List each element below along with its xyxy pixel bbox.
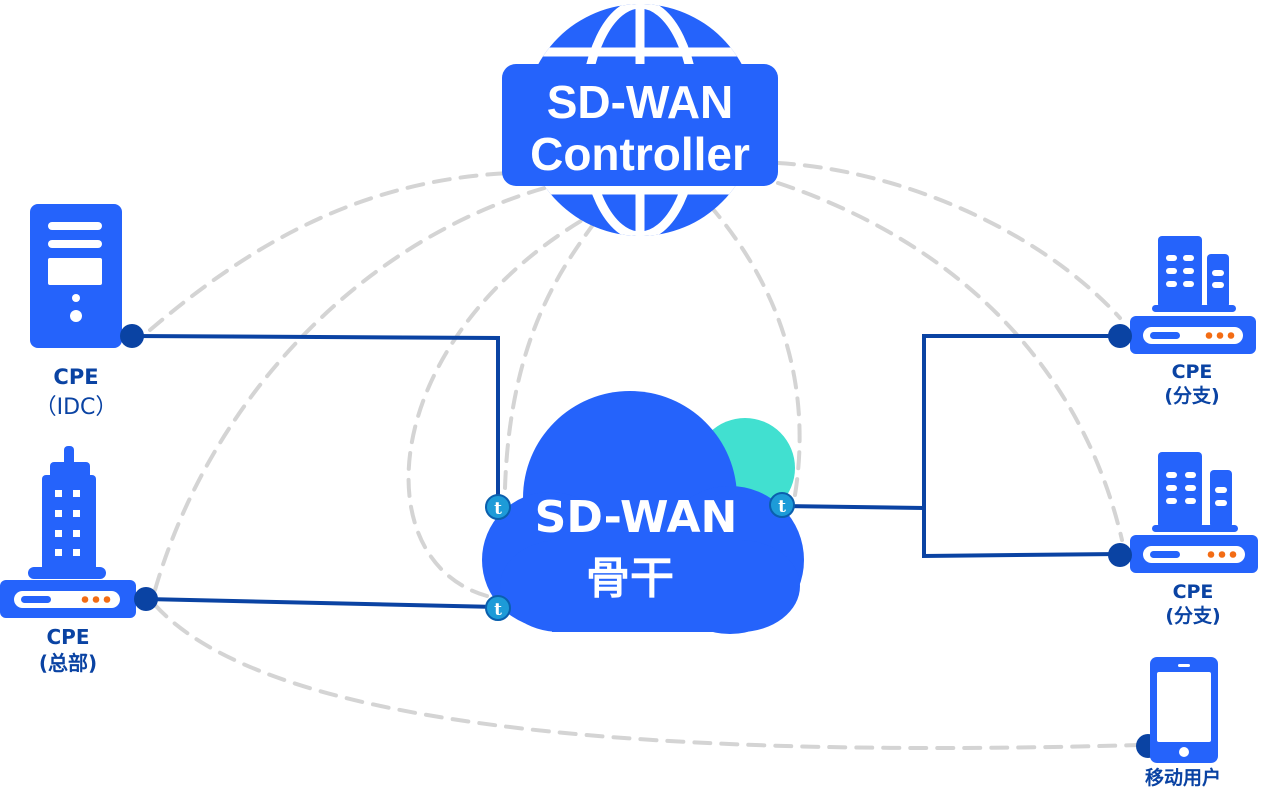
controller-title-line2: Controller <box>530 128 750 180</box>
backbone-node[interactable]: SD-WAN 骨干 <box>482 391 804 634</box>
control-link-branch2 <box>776 181 1124 542</box>
cpe-branch1-subtitle: (分支) <box>1164 385 1219 407</box>
cpe-hq-node[interactable]: CPE (总部) <box>0 446 158 675</box>
cpe-branch2-node[interactable]: CPE (分支) <box>1108 452 1258 627</box>
mobile-user-node[interactable]: 移动用户 <box>1136 657 1221 789</box>
cpe-branch2-title: CPE <box>1173 581 1214 603</box>
cpe-hq-subtitle: (总部) <box>39 651 97 675</box>
control-link-backbone-left-outer <box>406 208 602 598</box>
data-link-hq <box>145 597 499 609</box>
tunnel-badge-right[interactable]: t <box>769 492 795 518</box>
control-link-idc <box>148 171 512 332</box>
tunnel-icon: t <box>494 600 502 620</box>
cpe-idc-title: CPE <box>53 365 98 389</box>
tunnel-badge-top-left[interactable]: t <box>485 494 511 520</box>
control-link-hq <box>153 185 550 592</box>
cloud-icon <box>482 391 804 634</box>
server-icon <box>30 204 122 348</box>
tunnel-badge-bottom-left[interactable]: t <box>485 595 511 621</box>
backbone-title-line1: SD-WAN <box>535 492 738 543</box>
router-icon <box>1130 316 1256 354</box>
control-links <box>148 161 1142 750</box>
tunnel-icon: t <box>778 497 786 517</box>
cpe-branch1-title: CPE <box>1172 361 1213 383</box>
cpe-branch2-subtitle: (分支) <box>1165 605 1220 627</box>
smartphone-icon <box>1150 657 1218 763</box>
office-building-icon <box>28 446 106 579</box>
data-link-idc <box>131 334 500 505</box>
cpe-idc-subtitle: （IDC） <box>35 395 118 420</box>
control-link-backbone-right <box>710 206 802 497</box>
port-connector <box>1108 543 1132 567</box>
port-connector <box>1108 324 1132 348</box>
data-links <box>131 334 1121 609</box>
port-connector <box>120 324 144 348</box>
control-link-branch1 <box>776 161 1122 320</box>
control-link-backbone-left-inner <box>503 220 597 490</box>
mobile-user-label: 移动用户 <box>1145 766 1221 789</box>
router-icon <box>1130 535 1258 573</box>
router-icon <box>0 580 136 618</box>
data-link-backbone-right <box>781 504 925 510</box>
branch-buildings-icon <box>1152 452 1238 532</box>
globe-icon <box>502 4 778 236</box>
controller-title-line1: SD-WAN <box>547 76 734 128</box>
branch-buildings-icon <box>1152 236 1236 312</box>
data-link-branch-trunk <box>922 334 1121 559</box>
tunnel-icon: t <box>494 499 502 519</box>
controller-node[interactable]: SD-WAN Controller <box>502 0 778 240</box>
cpe-branch1-node[interactable]: CPE (分支) <box>1108 236 1256 407</box>
control-link-mobile <box>153 603 1142 750</box>
cpe-hq-title: CPE <box>47 625 90 649</box>
backbone-title-line2: 骨干 <box>586 553 674 604</box>
cpe-idc-node[interactable]: CPE （IDC） <box>30 204 144 420</box>
port-connector <box>134 587 158 611</box>
